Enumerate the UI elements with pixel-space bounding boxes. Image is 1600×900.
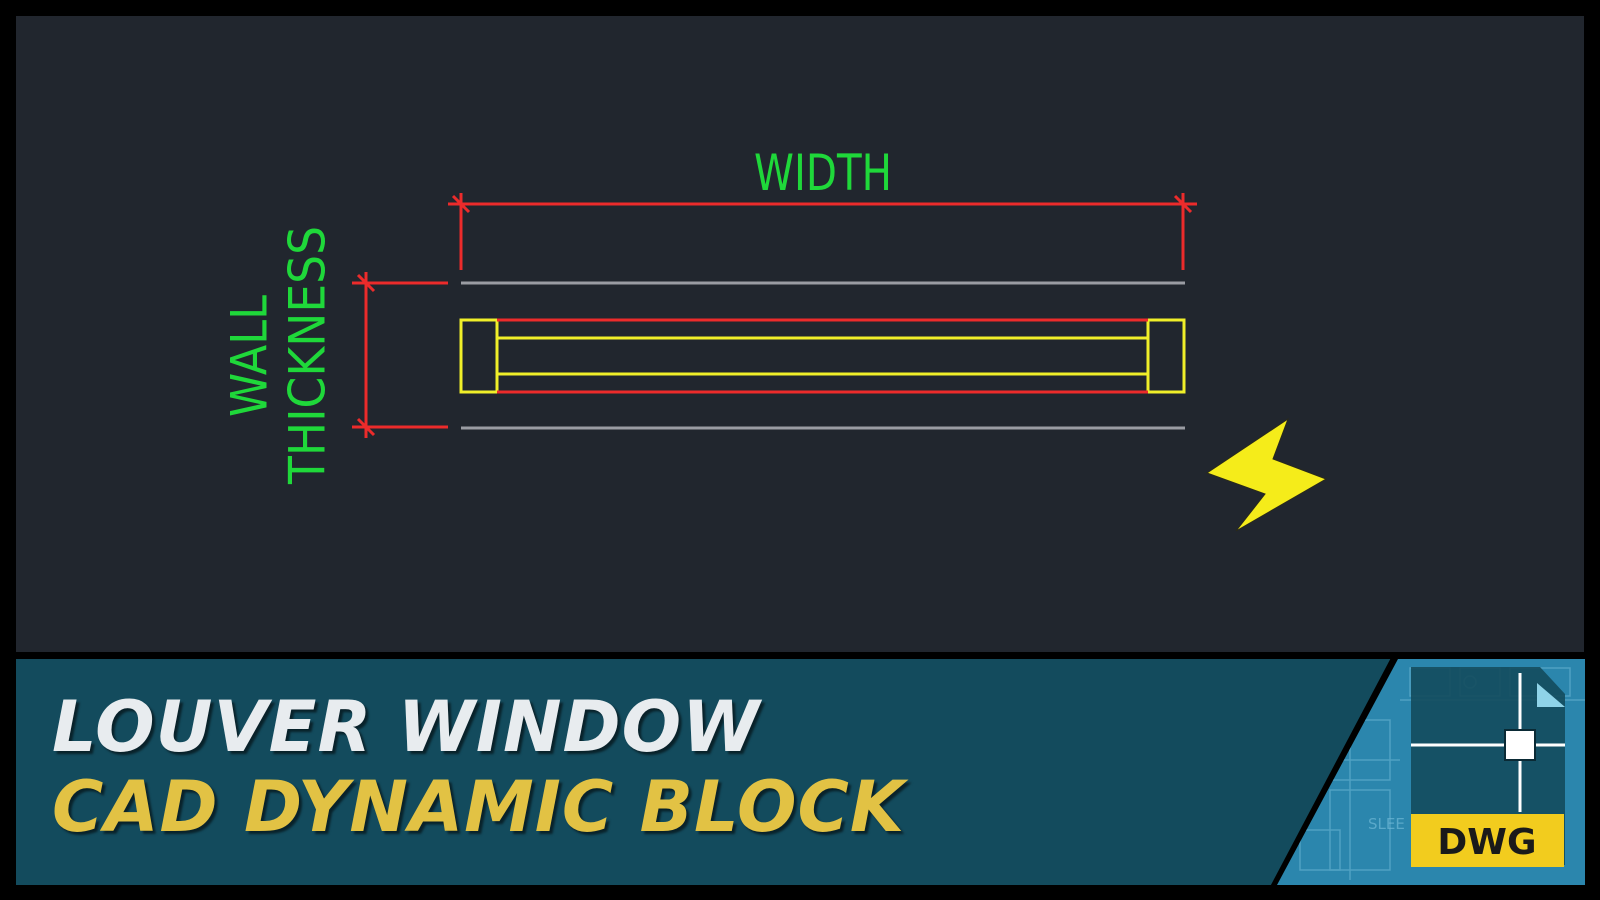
wall-label-line1: WALL: [221, 295, 279, 417]
wall-tick-bottom: [356, 417, 376, 437]
banner-title-line2: CAD DYNAMIC BLOCK: [52, 766, 906, 848]
window-jamb-right: [1146, 318, 1186, 394]
dwg-badge: [1411, 814, 1564, 867]
lightning-bolt-icon: [1205, 417, 1328, 532]
width-dimension: [448, 193, 1197, 270]
wall-thickness-label: WALL THICKNESS: [221, 226, 337, 485]
width-tick-right: [1173, 194, 1193, 214]
banner-background: [16, 659, 1416, 885]
width-tick-left: [451, 194, 471, 214]
banner-title-line1: LOUVER WINDOW: [52, 686, 761, 768]
width-label: WIDTH: [754, 144, 892, 202]
blueprint-text: SLEE: [1368, 815, 1405, 833]
louver-window-block: [459, 318, 1186, 394]
crosshair-pickbox: [1504, 729, 1536, 761]
wall-label-line2: THICKNESS: [279, 226, 337, 485]
wall-thickness-dimension: [352, 272, 448, 438]
file-corner: [1537, 683, 1565, 707]
dwg-file-icon: DWG: [1411, 667, 1565, 867]
dwg-badge-label: DWG: [1437, 822, 1536, 863]
wall-tick-top: [356, 273, 376, 293]
cad-drawing-area: [16, 16, 1584, 652]
window-jamb-left: [459, 318, 499, 394]
dwg-thumbnail: SLEE DWG: [1263, 652, 1600, 900]
